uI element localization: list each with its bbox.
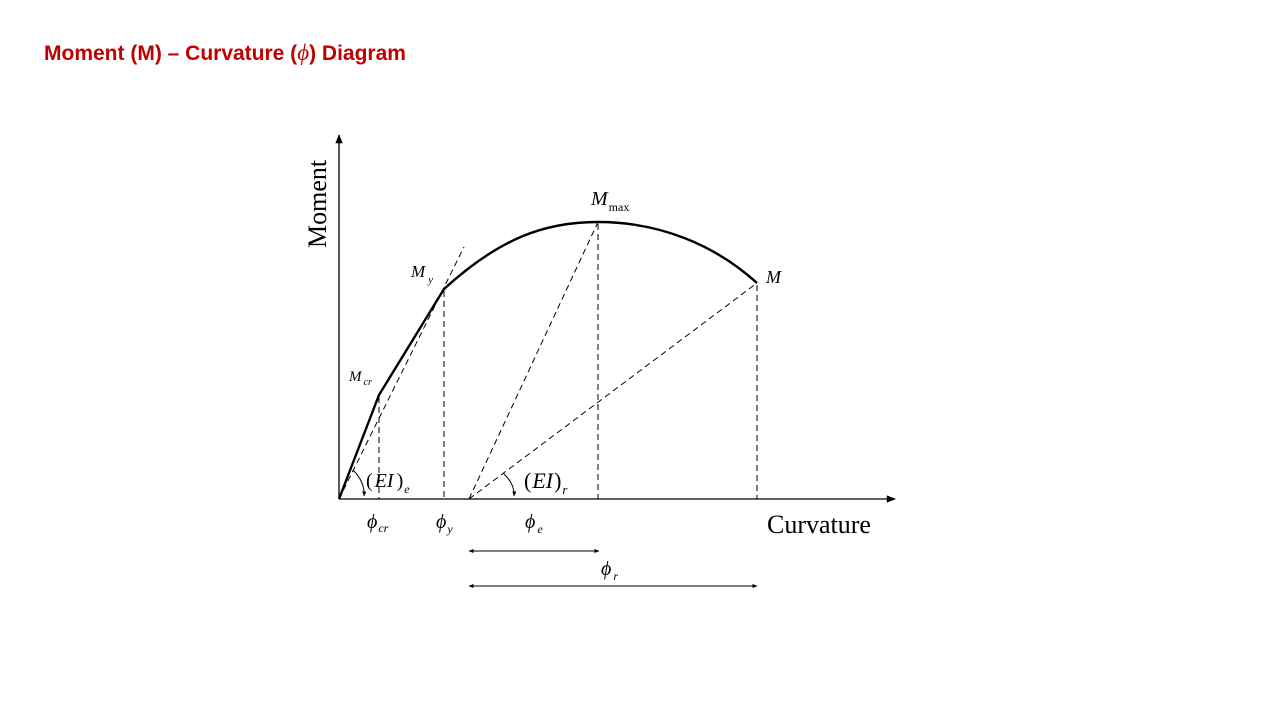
y-axis-label: Moment: [303, 159, 332, 248]
unloading-line-m-max: [468, 221, 599, 500]
x-axis-label: Curvature: [767, 510, 871, 539]
m-max-label: Mmax: [590, 188, 629, 214]
ei-r-label: (EI)r: [524, 468, 568, 497]
moment-curvature-curve: [337, 220, 758, 500]
title-prefix: Moment (M) – Curvature (: [44, 42, 298, 65]
m-label: M: [765, 267, 782, 287]
elastic-stiffness-line: [338, 246, 465, 500]
slide-title: Moment (M) – Curvature (ϕ) Diagram: [44, 40, 406, 66]
residual-stiffness-line: [468, 282, 758, 500]
phi-cr-label: ϕcr: [367, 511, 389, 535]
ei-e-label: (EI)e: [366, 470, 410, 496]
phi-y-label: ϕy: [436, 511, 453, 536]
elastic-angle-arc: [352, 469, 367, 497]
residual-angle-arc: [502, 472, 517, 497]
title-suffix: ) Diagram: [309, 42, 406, 65]
title-phi-symbol: ϕ: [297, 40, 310, 65]
